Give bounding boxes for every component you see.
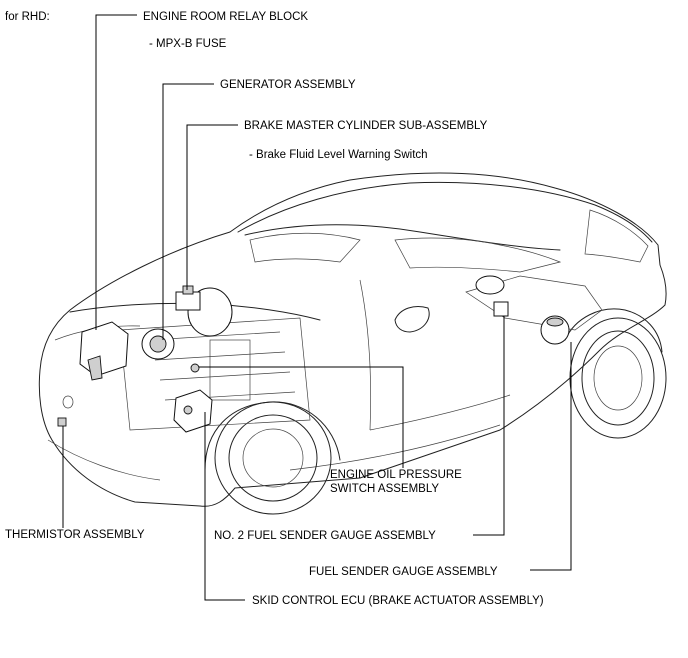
label-engine-oil-pressure-line1: ENGINE OIL PRESSURE <box>330 469 462 481</box>
label-engine-oil-pressure-line2: SWITCH ASSEMBLY <box>330 483 439 495</box>
engine-bay <box>119 317 311 431</box>
thermistor-part <box>57 417 67 427</box>
relay-block-part <box>79 321 129 381</box>
label-brake-fluid-switch: - Brake Fluid Level Warning Switch <box>249 149 428 161</box>
label-skid-control-ecu: SKID CONTROL ECU (BRAKE ACTUATOR ASSEMBL… <box>252 595 544 607</box>
oil-pressure-switch-part <box>190 363 200 373</box>
label-fuel-sender-gauge: FUEL SENDER GAUGE ASSEMBLY <box>309 566 498 578</box>
car-illustration <box>38 172 667 515</box>
leader-lines <box>62 14 572 601</box>
label-no2-fuel-sender: NO. 2 FUEL SENDER GAUGE ASSEMBLY <box>214 530 436 542</box>
label-thermistor: THERMISTOR ASSEMBLY <box>5 529 145 541</box>
fuel-tank-area <box>465 275 603 345</box>
label-generator-assembly: GENERATOR ASSEMBLY <box>220 79 356 91</box>
generator-part <box>141 328 175 360</box>
variant-label: for RHD: <box>5 11 50 23</box>
label-mpx-b-fuse: - MPX-B FUSE <box>149 38 227 50</box>
label-brake-master-cylinder: BRAKE MASTER CYLINDER SUB-ASSEMBLY <box>244 120 488 132</box>
label-engine-room-relay-block: ENGINE ROOM RELAY BLOCK <box>143 11 308 23</box>
skid-control-ecu-part <box>173 389 213 433</box>
brake-master-cylinder-part <box>175 285 233 337</box>
